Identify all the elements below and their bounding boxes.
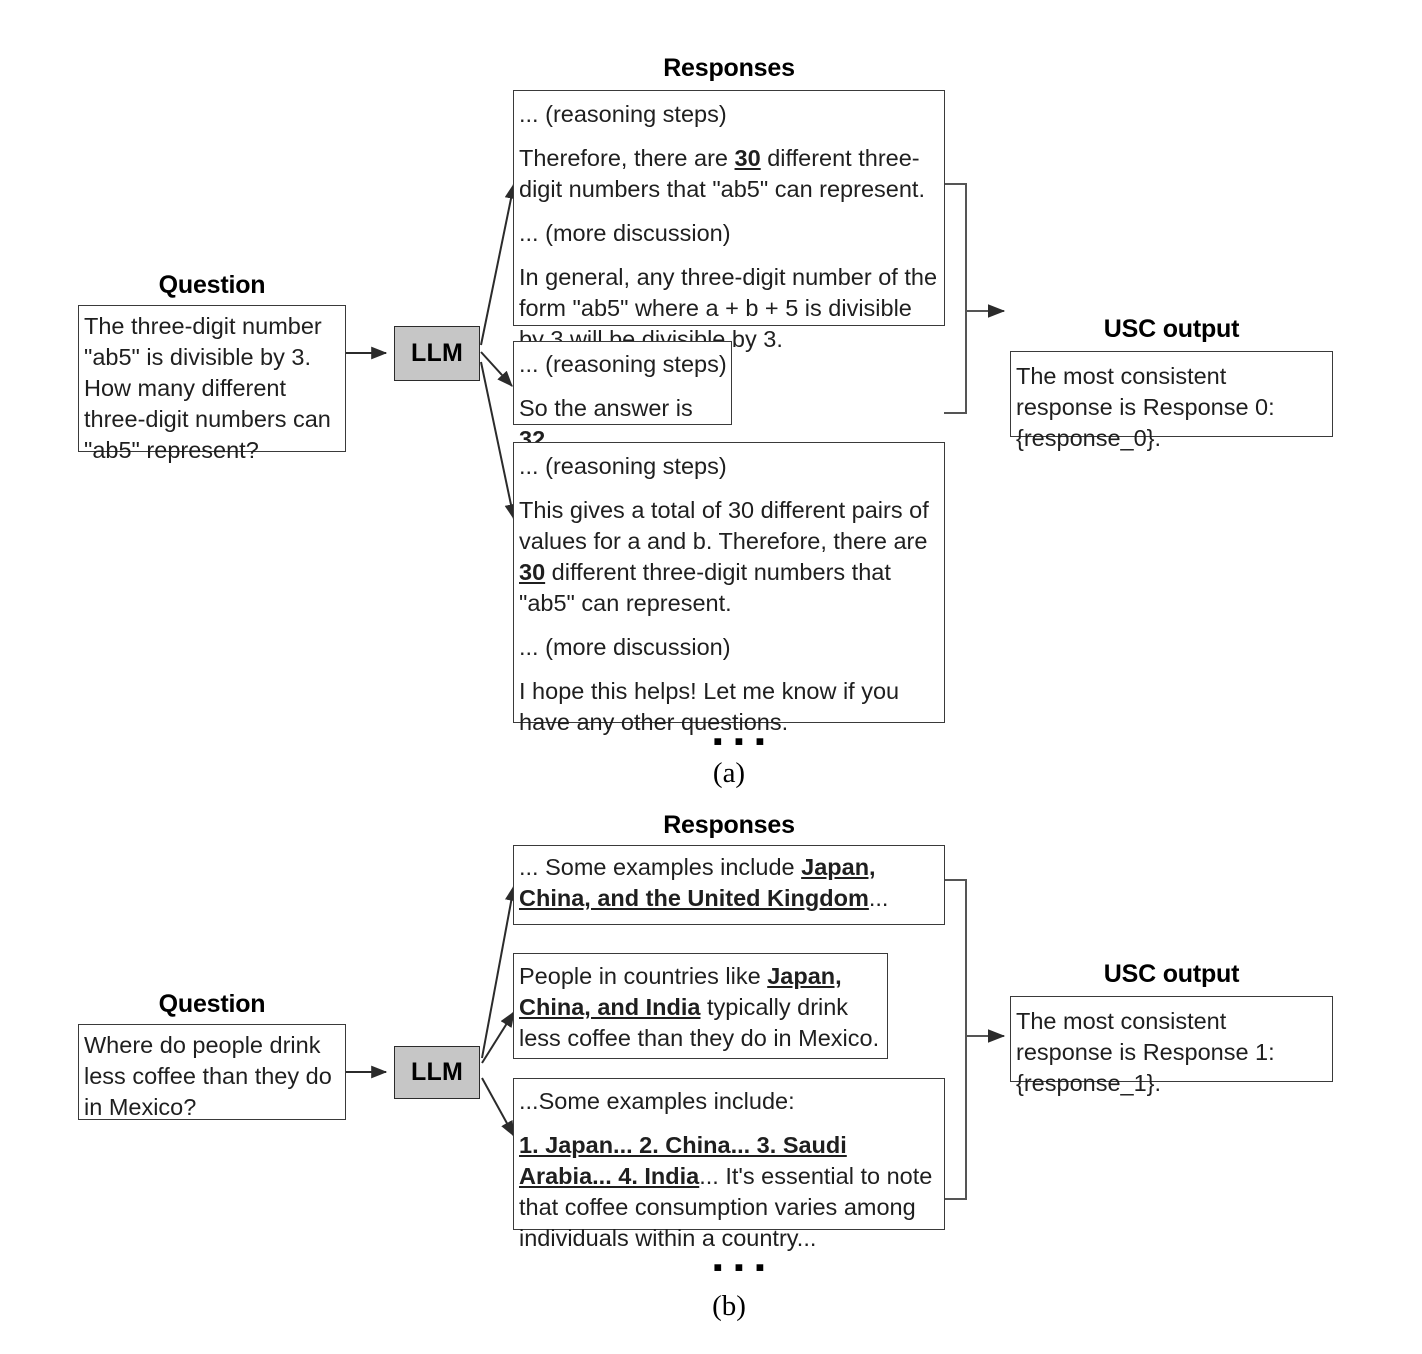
usc-output-text: The most consistent response is Response… bbox=[1016, 1008, 1275, 1097]
arrow-llm-to-response-0-a bbox=[480, 182, 518, 346]
question-box-a: The three-digit number "ab5" is divisibl… bbox=[78, 305, 346, 463]
usc-output-box-a: The most consistent response is Response… bbox=[1010, 351, 1333, 451]
question-text: Where do people drink less coffee than t… bbox=[84, 1032, 332, 1121]
response-line: ... (reasoning steps) bbox=[519, 351, 727, 377]
response-line: ... Some examples include Japan, China, … bbox=[519, 854, 889, 912]
response-line: In general, any three-digit number of th… bbox=[519, 264, 938, 353]
responses-ellipsis-a: ▪ ▪ ▪ bbox=[713, 726, 767, 756]
arrow-llm-to-response-0-b bbox=[481, 884, 518, 1059]
response-box-0-a: ... (reasoning steps) Therefore, there ar… bbox=[513, 90, 945, 352]
response-line: So the answer is 32. bbox=[519, 395, 693, 453]
response-box-1-a: ... (reasoning steps) So the answer is 32… bbox=[513, 341, 732, 452]
response-box-1-b: People in countries like Japan, China, a… bbox=[513, 953, 888, 1059]
responses-header-b: Responses bbox=[663, 811, 795, 839]
bracket-responses-a bbox=[944, 183, 967, 414]
question-text: The three-digit number "ab5" is divisibl… bbox=[84, 313, 331, 464]
llm-node-a: LLM bbox=[394, 326, 480, 381]
response-line: ... (more discussion) bbox=[519, 634, 731, 661]
panel-label-b: (b) bbox=[712, 1290, 746, 1322]
arrow-llm-to-response-2-b bbox=[481, 1077, 515, 1138]
response-line: ... (reasoning steps) bbox=[519, 101, 727, 127]
usc-output-box-b: The most consistent response is Response… bbox=[1010, 996, 1333, 1096]
response-box-0-b: ... Some examples include Japan, China, … bbox=[513, 845, 945, 925]
arrow-llm-to-response-1-b bbox=[481, 1010, 515, 1064]
question-header-b: Question bbox=[158, 990, 266, 1018]
panel-label-a: (a) bbox=[712, 757, 746, 789]
response-line: People in countries like Japan, China, a… bbox=[519, 963, 880, 1052]
question-box-b: Where do people drink less coffee than t… bbox=[78, 1024, 346, 1120]
response-line: ... (reasoning steps) bbox=[519, 453, 727, 479]
arrow-llm-to-response-1-a bbox=[480, 351, 513, 387]
response-line: This gives a total of 30 different pairs… bbox=[519, 497, 929, 617]
usc-output-text: The most consistent response is Response… bbox=[1016, 363, 1275, 452]
responses-ellipsis-b: ▪ ▪ ▪ bbox=[713, 1252, 767, 1282]
response-line: I hope this helps! Let me know if you ha… bbox=[519, 678, 900, 736]
question-header-a: Question bbox=[158, 271, 266, 299]
bracket-responses-b bbox=[944, 879, 967, 1200]
usc-output-header-a: USC output bbox=[1103, 315, 1240, 343]
responses-header-a: Responses bbox=[663, 54, 795, 82]
response-line: Therefore, there are 30 different three-… bbox=[519, 145, 925, 203]
llm-node-b: LLM bbox=[394, 1046, 480, 1099]
response-box-2-a: ... (reasoning steps) This gives a total … bbox=[513, 442, 945, 735]
arrow-llm-to-response-2-a bbox=[480, 361, 518, 521]
response-line: 1. Japan... 2. China... 3. Saudi Arabia.… bbox=[519, 1132, 933, 1252]
response-box-2-b: ...Some examples include: 1. Japan... 2. … bbox=[513, 1078, 945, 1251]
response-line: ... (more discussion) bbox=[519, 220, 731, 247]
usc-output-header-b: USC output bbox=[1103, 960, 1240, 988]
response-line: ...Some examples include: bbox=[519, 1088, 795, 1114]
